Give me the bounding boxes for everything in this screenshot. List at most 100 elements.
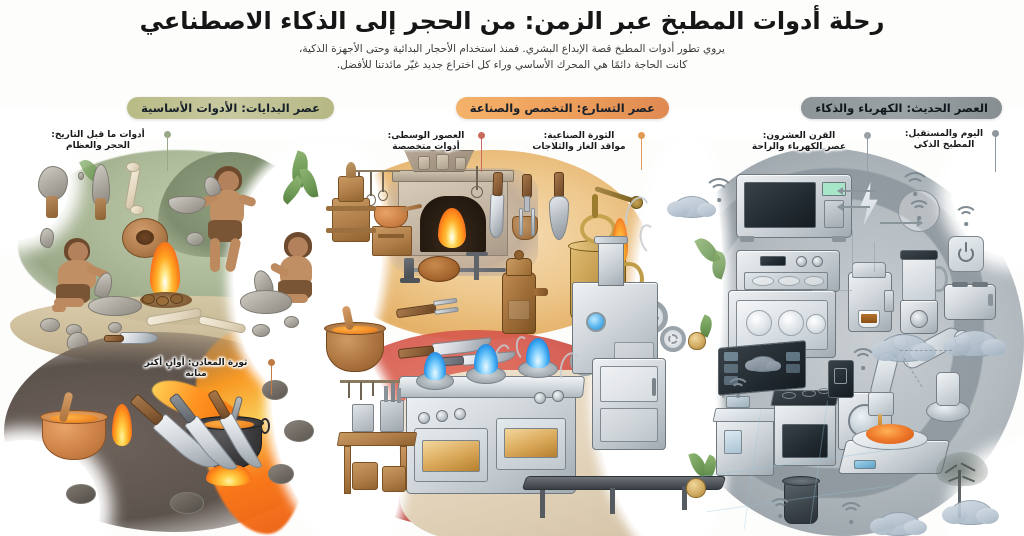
path-connector <box>874 242 876 272</box>
oven-window <box>504 428 558 458</box>
wifi-icon <box>702 178 736 202</box>
pepper-mill <box>502 272 536 334</box>
display-tile <box>786 364 800 373</box>
induction-zone <box>782 392 796 399</box>
refrigerator <box>592 358 666 450</box>
utensil-hook <box>360 382 362 400</box>
spear-shaft <box>95 198 106 220</box>
counter-top <box>712 408 780 422</box>
stone-rock <box>40 318 60 332</box>
oven-knob[interactable] <box>796 256 807 267</box>
spit-bracket <box>474 254 479 280</box>
gas-flame <box>526 338 550 368</box>
medieval-knife <box>485 171 509 243</box>
flow-arrow <box>837 203 870 211</box>
blender-dial[interactable] <box>910 310 928 328</box>
banner-label: العصر الحديث: الكهرباء والذكاء <box>815 101 988 115</box>
grinder-shaft <box>592 194 598 218</box>
range-knob[interactable] <box>552 390 564 402</box>
utensil-crock <box>380 400 404 432</box>
spit-bracket <box>404 258 414 280</box>
fridge-lower-door[interactable] <box>600 408 658 442</box>
table-leg <box>344 446 351 494</box>
range-knob[interactable] <box>436 410 448 422</box>
spit-crossbar <box>466 252 488 256</box>
bone-knob <box>130 205 144 215</box>
boiler-chimney <box>598 240 624 286</box>
poster-header: رحلة أدوات المطبخ عبر الزمن: من الحجر إل… <box>0 0 1024 92</box>
range-knob[interactable] <box>418 412 430 424</box>
fire-log <box>170 294 183 304</box>
oven-window <box>422 440 480 472</box>
banner-era-beginnings: عصر البدايات: الأدوات الأساسية <box>127 97 334 119</box>
blender-handle <box>934 266 948 292</box>
mill-crank <box>534 288 548 296</box>
cloud-icon <box>869 512 928 536</box>
callout-line-1: ثورة المعادن: أوانٍ أكثر <box>144 358 248 368</box>
callout-pin <box>268 359 275 366</box>
oven-knob[interactable] <box>812 256 823 267</box>
stone-chip <box>78 172 84 180</box>
callout-pin <box>864 132 871 139</box>
fridge-handle[interactable] <box>652 378 656 396</box>
clay-jar <box>455 157 466 170</box>
callout-pin <box>638 132 645 139</box>
campfire-flame-core <box>157 258 173 292</box>
callout-twentieth-century: القرن العشرون: عصر الكهرباء والراحة <box>738 131 871 172</box>
cloud-icon <box>943 330 1006 357</box>
toaster-lever[interactable] <box>988 294 993 306</box>
blender-lid <box>900 250 938 260</box>
forge-flame <box>112 404 132 446</box>
utensil-in-crock <box>384 386 388 402</box>
callout-stem <box>995 136 997 172</box>
dish-plate <box>806 314 826 334</box>
cauldron-handle <box>260 418 270 434</box>
oven-rack <box>778 276 800 286</box>
stone-flake <box>40 228 54 248</box>
subtitle-line-2: كانت الحاجة دائمًا هي المحرك الأساسي ورا… <box>336 59 688 72</box>
grinding-slab <box>88 296 142 316</box>
medieval-fork <box>518 174 536 240</box>
range-knob[interactable] <box>534 392 546 404</box>
callout-metals-revolution: ثورة المعادن: أوانٍ أكثر متانة <box>128 358 275 395</box>
flint-knife <box>104 330 160 348</box>
wifi-icon <box>766 498 794 518</box>
wooden-crate <box>352 462 378 490</box>
callout-stem <box>271 365 273 395</box>
banner-label: عصر التسارع: التخصص والصناعة <box>469 101 655 115</box>
fire-log <box>142 294 155 304</box>
pot-contents <box>50 414 98 423</box>
callout-line-1: الثورة الصناعية: <box>543 131 615 141</box>
microwave-door-window <box>744 182 816 228</box>
callout-line-2: الحجر والعظام <box>65 141 131 152</box>
appliance-foot <box>740 236 754 242</box>
fridge-upper-door[interactable] <box>600 366 658 402</box>
callout-line-1: أدوات ما قبل التاريخ: <box>51 130 145 140</box>
dish-plate <box>746 310 772 336</box>
power-icon-bar <box>965 242 968 252</box>
stone-rock <box>284 316 299 328</box>
stone-bowl <box>122 218 168 258</box>
utensil-hook <box>476 166 478 190</box>
coffee-machine-top <box>852 262 886 278</box>
mill-axle <box>326 206 376 211</box>
coffee-water-tank <box>884 290 894 312</box>
utensil-rail <box>354 170 400 172</box>
smart-oven-window <box>782 424 828 458</box>
tree-trunk <box>958 470 961 518</box>
cloud-connector <box>900 350 952 351</box>
extruded-food-stream <box>878 414 882 432</box>
cloud-icon <box>941 500 1000 525</box>
roasted-meat <box>418 256 460 282</box>
callout-stem <box>641 138 643 170</box>
metal-canister <box>352 404 374 432</box>
banner-era-modern: العصر الحديث: الكهرباء والذكاء <box>801 97 1002 119</box>
utensil-hook <box>382 172 384 192</box>
coffee-liquid <box>861 314 877 323</box>
cabinet-display-panel <box>724 430 742 454</box>
range-knob[interactable] <box>454 408 466 420</box>
speaker-top <box>782 476 820 486</box>
cloud-icon <box>666 196 717 218</box>
conveyor-leg <box>682 486 687 510</box>
